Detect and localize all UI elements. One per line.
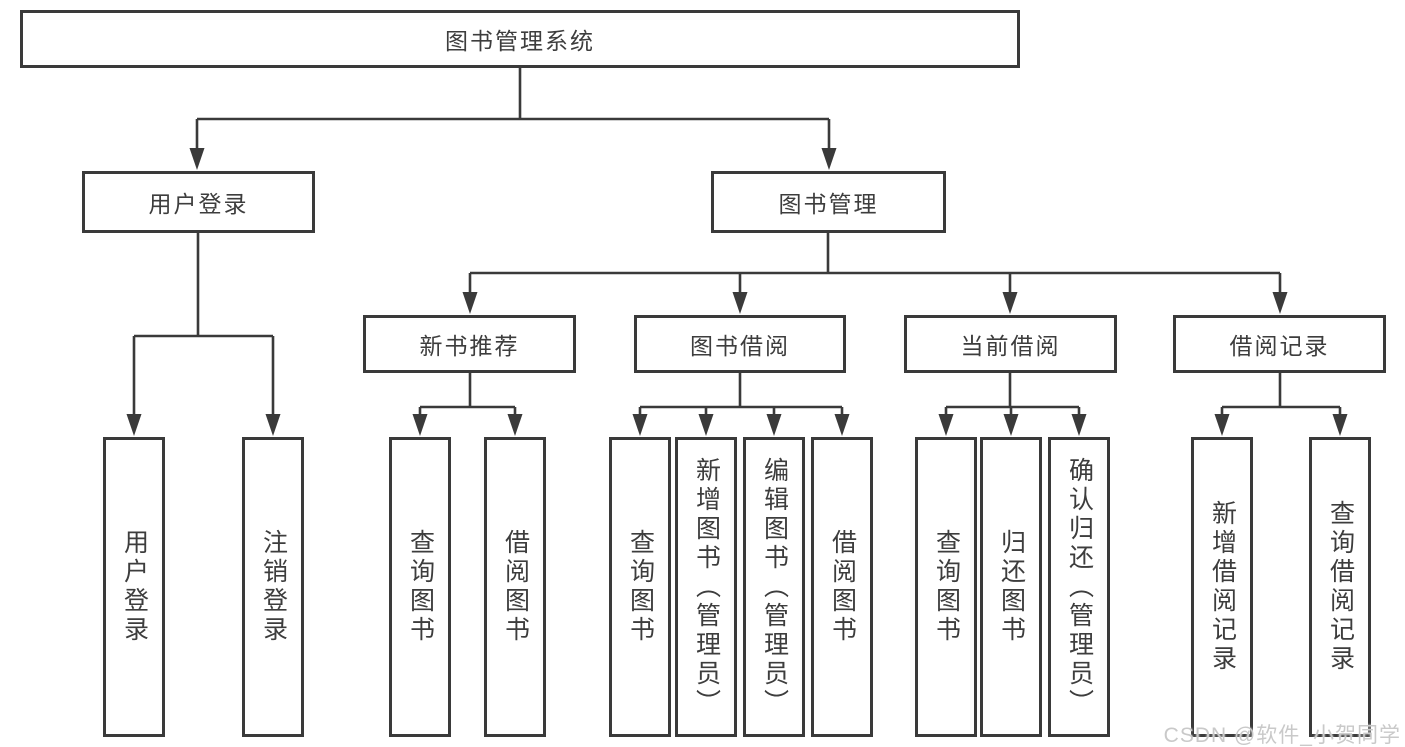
- node-current-borrow-label: 当前借阅: [960, 333, 1061, 359]
- arrowhead: [189, 148, 205, 170]
- leaf-add-book: 新增图书（管理员）: [675, 437, 737, 737]
- leaf-edit-book: 编辑图书（管理员）: [743, 437, 805, 737]
- leaf-borrow-book-label: 借阅图书: [828, 529, 857, 645]
- leaf-query-book-borrow-label: 查询图书: [626, 529, 655, 645]
- arrowhead: [938, 414, 954, 436]
- leaf-add-borrow-record-label: 新增借阅记录: [1208, 500, 1237, 674]
- arrowhead: [632, 414, 648, 436]
- leaf-borrow-book-rec: 借阅图书: [484, 437, 546, 737]
- leaf-query-borrow-record-label: 查询借阅记录: [1326, 500, 1355, 674]
- leaf-edit-book-label: 编辑图书（管理员）: [760, 456, 789, 718]
- leaf-confirm-return-label: 确认归还（管理员）: [1065, 456, 1094, 718]
- leaf-borrow-book-rec-label: 借阅图书: [501, 529, 530, 645]
- leaf-add-borrow-record: 新增借阅记录: [1191, 437, 1253, 737]
- leaf-borrow-book: 借阅图书: [811, 437, 873, 737]
- node-current-borrow: 当前借阅: [904, 315, 1117, 373]
- leaf-query-book-borrow: 查询图书: [609, 437, 671, 737]
- leaf-query-book-current-label: 查询图书: [932, 529, 961, 645]
- arrowhead: [1002, 292, 1018, 314]
- arrowhead: [1071, 414, 1087, 436]
- arrowhead: [1003, 414, 1019, 436]
- leaf-add-book-label: 新增图书（管理员）: [692, 456, 721, 718]
- leaf-user-login: 用户登录: [103, 437, 165, 737]
- node-book-mgmt: 图书管理: [711, 171, 946, 233]
- arrowhead: [265, 414, 281, 436]
- leaf-query-borrow-record: 查询借阅记录: [1309, 437, 1371, 737]
- arrowhead: [1214, 414, 1230, 436]
- node-root-label: 图书管理系统: [445, 28, 595, 54]
- arrowhead: [507, 414, 523, 436]
- leaf-logout-label: 注销登录: [259, 529, 288, 645]
- watermark: CSDN @软件_小贺同学: [1163, 724, 1401, 747]
- leaf-return-book: 归还图书: [980, 437, 1042, 737]
- node-borrow-record-label: 借阅记录: [1229, 333, 1330, 359]
- node-user-login: 用户登录: [82, 171, 315, 233]
- leaf-confirm-return: 确认归还（管理员）: [1048, 437, 1110, 737]
- node-book-mgmt-label: 图书管理: [778, 191, 879, 217]
- arrowhead: [1332, 414, 1348, 436]
- arrowhead: [732, 292, 748, 314]
- node-new-book-rec-label: 新书推荐: [419, 333, 520, 359]
- node-book-borrow-label: 图书借阅: [690, 333, 790, 359]
- leaf-query-book-current: 查询图书: [915, 437, 977, 737]
- arrowhead: [126, 414, 142, 436]
- arrowheads: [126, 148, 1348, 436]
- leaf-return-book-label: 归还图书: [997, 529, 1026, 645]
- arrowhead: [462, 292, 478, 314]
- arrowhead: [766, 414, 782, 436]
- arrowhead: [821, 148, 837, 170]
- leaf-user-login-label: 用户登录: [120, 529, 149, 645]
- arrowhead: [1272, 292, 1288, 314]
- leaf-logout: 注销登录: [242, 437, 304, 737]
- leaf-query-book-rec-label: 查询图书: [406, 529, 435, 645]
- node-new-book-rec: 新书推荐: [363, 315, 576, 373]
- connector-path: [132, 68, 1342, 416]
- node-root: 图书管理系统: [20, 10, 1020, 68]
- arrowhead: [412, 414, 428, 436]
- leaf-query-book-rec: 查询图书: [389, 437, 451, 737]
- node-user-login-label: 用户登录: [148, 191, 249, 217]
- node-borrow-record: 借阅记录: [1173, 315, 1386, 373]
- arrowhead: [834, 414, 850, 436]
- arrowhead: [698, 414, 714, 436]
- node-book-borrow: 图书借阅: [634, 315, 846, 373]
